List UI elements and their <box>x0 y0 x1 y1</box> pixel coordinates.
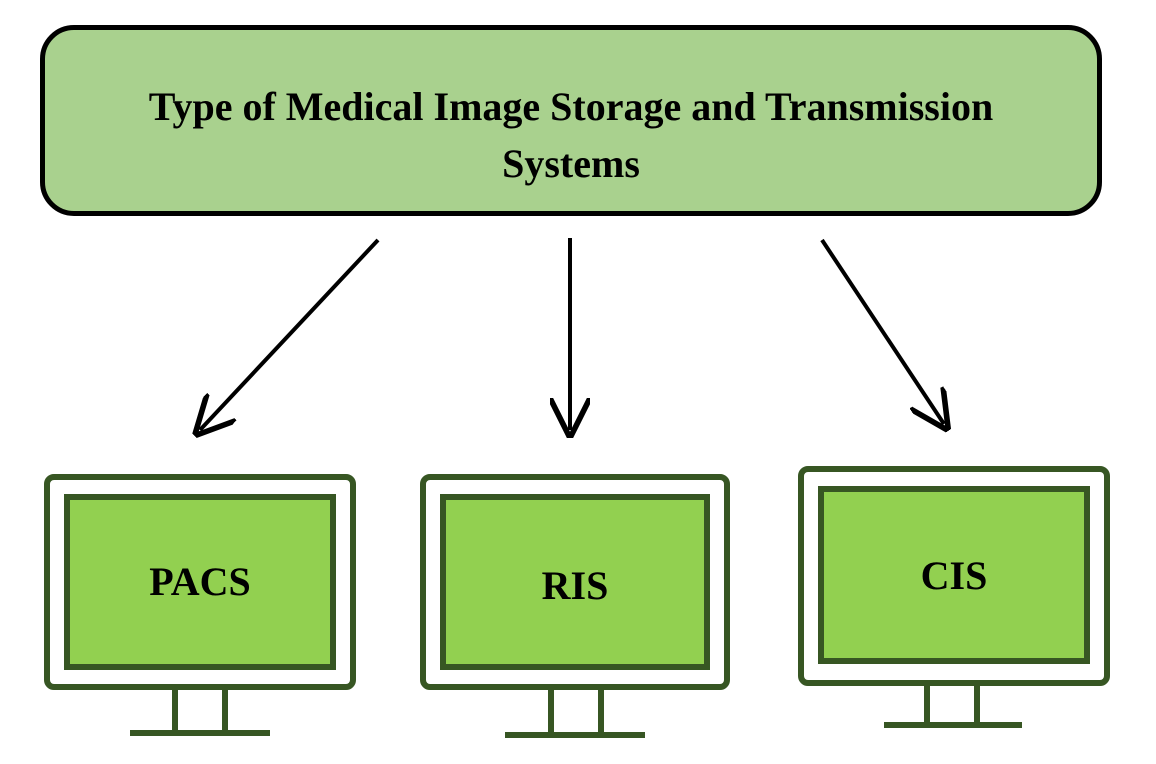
monitor-screen: RIS <box>440 494 710 670</box>
diagram-title: Type of Medical Image Storage and Transm… <box>45 78 1097 192</box>
pacs-label: PACS <box>149 559 251 604</box>
monitor-screen: CIS <box>818 486 1090 664</box>
ris-label: RIS <box>541 563 609 608</box>
cis-label: CIS <box>920 553 988 598</box>
arrow-to-cis <box>820 238 944 424</box>
title-line-2: Systems <box>502 141 640 186</box>
monitor-screen: PACS <box>64 494 336 670</box>
monitor-base <box>130 730 270 736</box>
monitor-cis: CIS <box>798 466 1110 732</box>
monitor-base <box>505 732 645 738</box>
monitor-stand <box>924 686 980 724</box>
monitor-base <box>884 722 1022 728</box>
monitor-ris: RIS <box>420 474 730 740</box>
monitor-pacs: PACS <box>44 474 356 738</box>
monitor-stand <box>548 690 604 734</box>
title-box: Type of Medical Image Storage and Transm… <box>40 25 1102 216</box>
monitor-stand <box>172 690 228 732</box>
arrow-to-pacs <box>200 238 380 430</box>
title-line-1: Type of Medical Image Storage and Transm… <box>148 84 994 129</box>
